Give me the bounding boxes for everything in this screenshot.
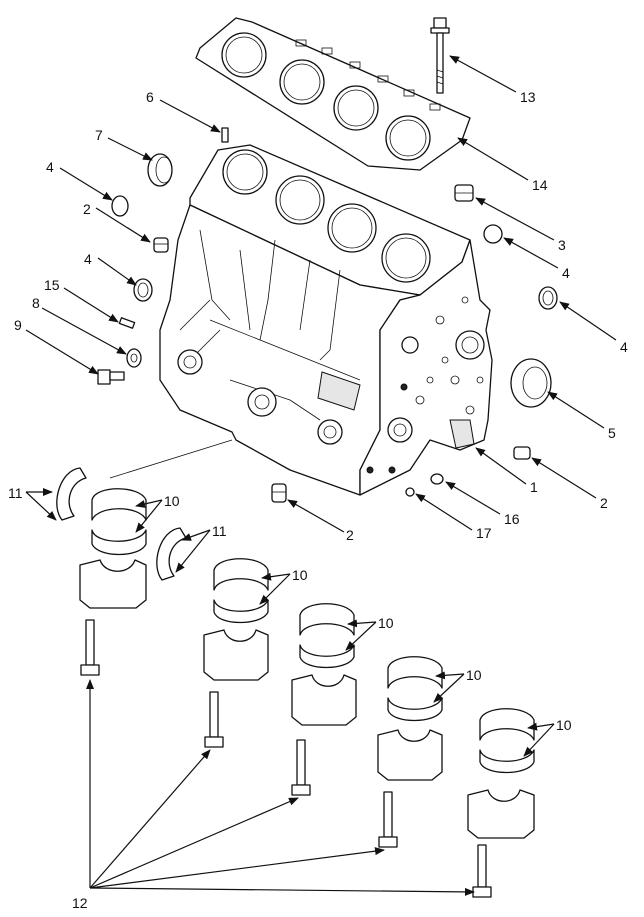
expansion-plug-right-top [483, 224, 503, 244]
callout-10-second: 10 [292, 567, 308, 583]
assembly-leader-line [109, 439, 233, 479]
expansion-plug-large [147, 153, 173, 187]
cylinder-block [159, 144, 493, 496]
callout-10-third: 10 [378, 615, 394, 631]
expansion-plug-right-mid [538, 286, 558, 310]
callout-12: 12 [72, 895, 88, 911]
callout-3: 3 [558, 237, 566, 253]
callout-13: 13 [520, 89, 536, 105]
expansion-plug-small-left [111, 195, 129, 217]
bolt [97, 369, 125, 385]
main-bearing-set-3 [291, 603, 357, 796]
callout-1: 1 [530, 479, 538, 495]
callout-2-left: 2 [83, 201, 91, 217]
pin [118, 317, 136, 329]
head-gasket [195, 17, 471, 171]
callout-4-left-mid: 4 [84, 251, 92, 267]
callout-4-left-top: 4 [46, 159, 54, 175]
callout-labels: 13 6 7 14 4 2 3 4 4 15 8 4 9 5 1 2 11 10… [8, 89, 628, 911]
callout-11-left: 11 [8, 485, 23, 501]
head-bolt [430, 17, 450, 94]
callout-2-bottom: 2 [346, 527, 354, 543]
o-ring-small [405, 487, 415, 497]
callout-11-right: 11 [212, 523, 227, 539]
callout-10-fourth: 10 [466, 667, 482, 683]
drain-plug-bottom [271, 483, 287, 503]
callout-15: 15 [44, 277, 60, 293]
dowel-pin [221, 127, 229, 143]
callout-8: 8 [32, 295, 40, 311]
callout-4-right-mid: 4 [620, 339, 628, 355]
callout-4-right-top: 4 [562, 265, 570, 281]
o-ring-large [430, 473, 444, 485]
callout-7: 7 [95, 127, 103, 143]
callout-17: 17 [476, 525, 492, 541]
thrust-washer-left [56, 467, 87, 521]
expansion-plug-ring-left [133, 278, 153, 302]
rear-oil-seal [510, 358, 552, 408]
callout-2-right: 2 [600, 495, 608, 511]
leader-arrows [25, 55, 617, 896]
callout-14: 14 [532, 177, 548, 193]
callout-6: 6 [146, 89, 154, 105]
callout-5: 5 [608, 425, 616, 441]
main-bearing-set-5 [467, 708, 535, 898]
drain-plug-left [153, 237, 169, 253]
callout-16: 16 [504, 511, 520, 527]
callout-10-first: 10 [164, 493, 180, 509]
washer [126, 348, 142, 368]
plug-threaded [454, 184, 474, 202]
thrust-washer-right [156, 527, 187, 581]
main-bearing-set-2 [203, 558, 269, 748]
callout-10-fifth: 10 [556, 717, 572, 733]
callout-9: 9 [14, 317, 22, 333]
main-bearing-set-1 [79, 488, 147, 676]
main-bearing-set-4 [377, 656, 443, 848]
drain-plug-right [513, 446, 531, 460]
